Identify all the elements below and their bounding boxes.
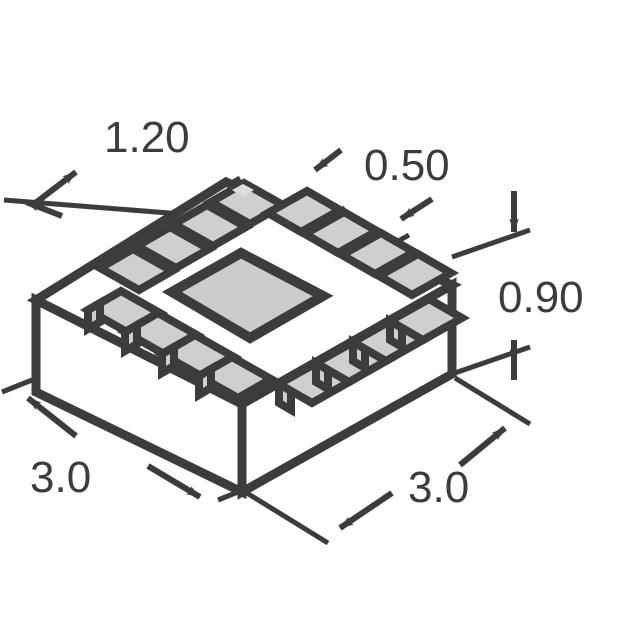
extension-line-left-a	[1, 377, 33, 395]
arrow-pad-length-left	[24, 199, 64, 219]
pad-side-left-2	[121, 318, 141, 358]
arrow-pad-length-right	[32, 169, 78, 207]
dim-arrow-body-depth	[338, 425, 507, 531]
pad-top-left-1	[91, 244, 181, 295]
pad-side-right-1	[275, 377, 295, 417]
extension-line-right-b	[453, 375, 532, 427]
pad-side-left-3	[158, 340, 178, 380]
arrow-body-width-lower	[146, 463, 202, 500]
dim-arrow-pad-length	[24, 169, 78, 219]
pad-top-left-3	[165, 200, 255, 251]
dim-arrow-body-width	[26, 395, 202, 500]
dim-label-body-depth: 3.0	[408, 463, 469, 512]
thermal-pad	[162, 247, 334, 344]
dim-label-pitch: 0.50	[364, 141, 450, 190]
pin1-indicator-icon	[232, 184, 254, 197]
arrow-pitch-lower	[399, 196, 434, 222]
extension-line-height-top	[451, 227, 531, 260]
pads-lower-right	[270, 294, 471, 417]
arrow-body-depth-upper	[458, 425, 507, 468]
pads-upper-right	[259, 186, 460, 300]
extension-line-right-a	[240, 487, 330, 546]
pad-bottom-left-4	[190, 352, 280, 403]
dim-label-body-width: 3.0	[30, 453, 91, 502]
pad-side-right-3	[349, 335, 369, 375]
pads-lower-left	[79, 286, 280, 403]
pad-side-right-2	[312, 356, 332, 396]
arrow-pitch-upper	[313, 147, 343, 173]
pad-bottom-right-4	[381, 294, 471, 345]
pad-side-left-4	[195, 362, 215, 402]
dim-label-pad-length: 1.20	[104, 113, 190, 162]
arrow-body-width-upper	[26, 395, 78, 439]
pad-side-right-4	[386, 314, 406, 354]
pad-top-right-4	[370, 249, 460, 300]
pad-top-left-2	[128, 222, 218, 273]
dim-label-height: 0.90	[498, 273, 584, 322]
pad-side-left-1	[84, 296, 104, 336]
arrow-body-depth-lower	[338, 490, 394, 531]
dim-arrow-pitch	[313, 147, 434, 222]
